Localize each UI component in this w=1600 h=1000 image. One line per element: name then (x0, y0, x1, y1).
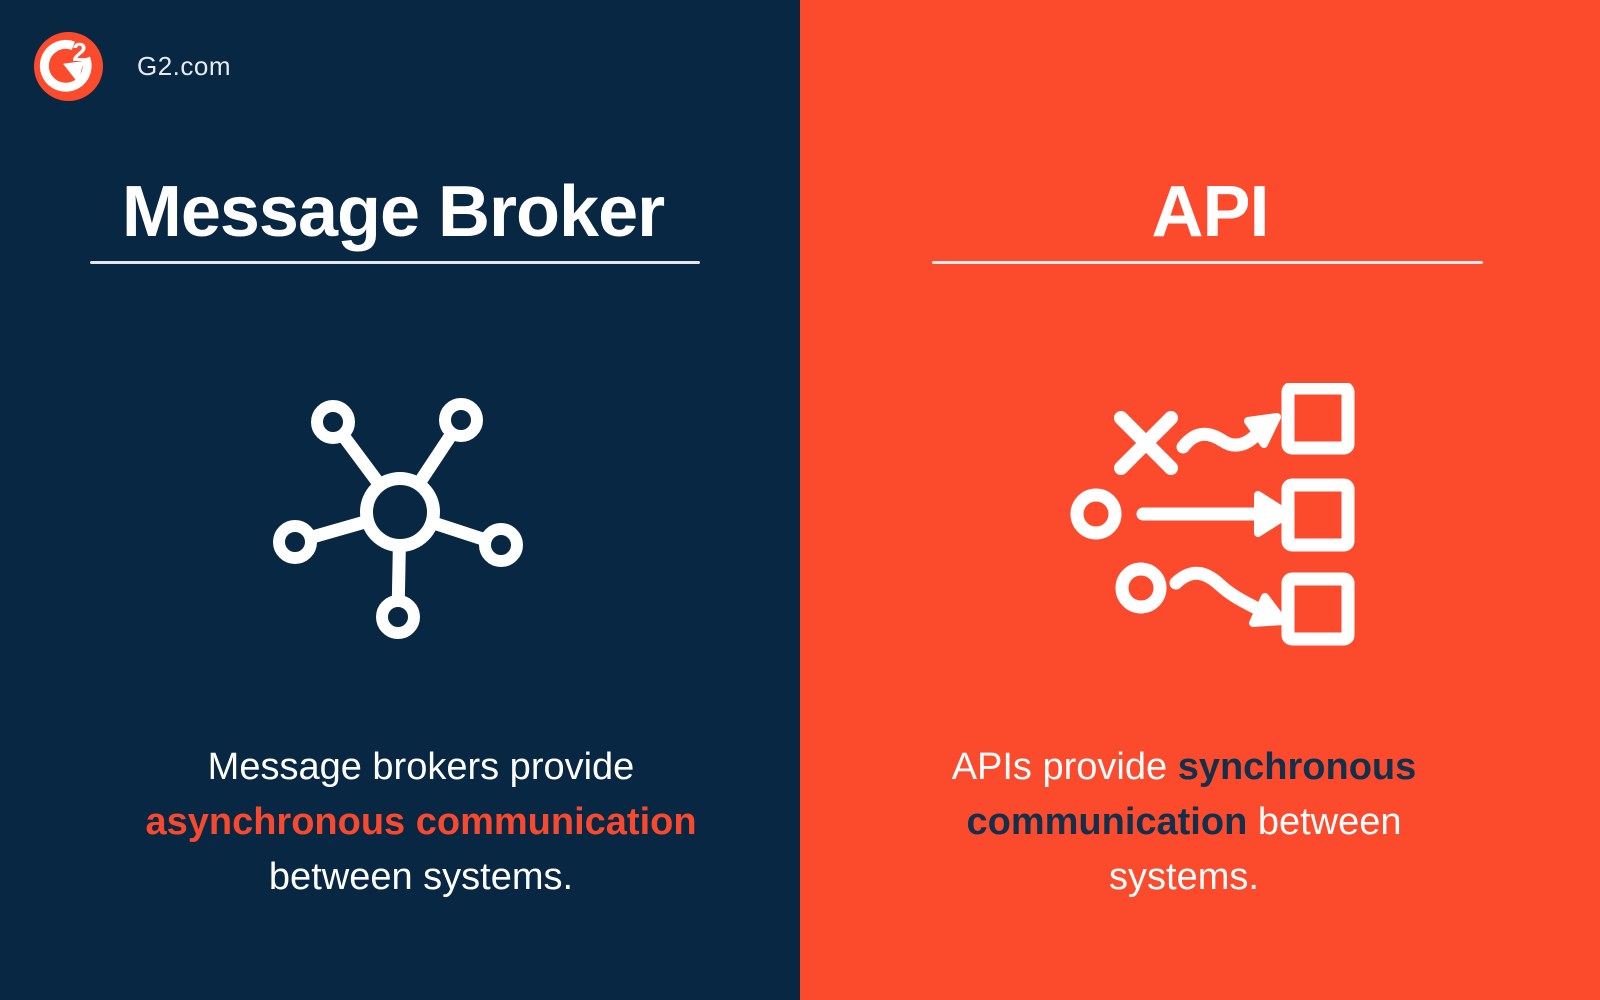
left-title-underline (90, 261, 700, 264)
api-panel: API APIs provid (800, 0, 1600, 1000)
description-line: between systems. (21, 850, 821, 905)
desc-accent-text: synchronous (1177, 746, 1417, 788)
hub-network-icon (273, 398, 523, 639)
message-broker-panel: 2 G2.com Message Broker (34, 32, 700, 898)
right-description: APIs provide synchronous communication b… (784, 740, 1584, 905)
left-panel-title: Message Broker (121, 172, 665, 252)
description-line: systems. (784, 850, 1584, 905)
description-line: communication between (784, 795, 1584, 850)
desc-text: between systems. (268, 856, 574, 898)
g2-logo-icon: 2 (34, 32, 103, 101)
desc-text: systems. (1109, 856, 1259, 898)
description-line: Message brokers provide (21, 740, 821, 795)
brand-header: 2 G2.com (34, 32, 231, 101)
desc-accent-text: communication (966, 801, 1248, 843)
description-line: asynchronous communication (21, 795, 821, 850)
right-title-underline (932, 261, 1483, 264)
desc-accent-text: asynchronous communication (145, 801, 697, 843)
desc-text: between (1247, 801, 1402, 843)
desc-text: Message brokers provide (207, 746, 635, 788)
flow-mapping-icon (1070, 383, 1355, 646)
desc-text: APIs provide (951, 746, 1178, 788)
logo-superscript: 2 (72, 37, 87, 67)
right-panel-title: API (1151, 172, 1269, 252)
site-label: G2.com (137, 51, 232, 81)
left-description: Message brokers provide asynchronous com… (21, 740, 821, 905)
description-line: APIs provide synchronous (784, 740, 1584, 795)
